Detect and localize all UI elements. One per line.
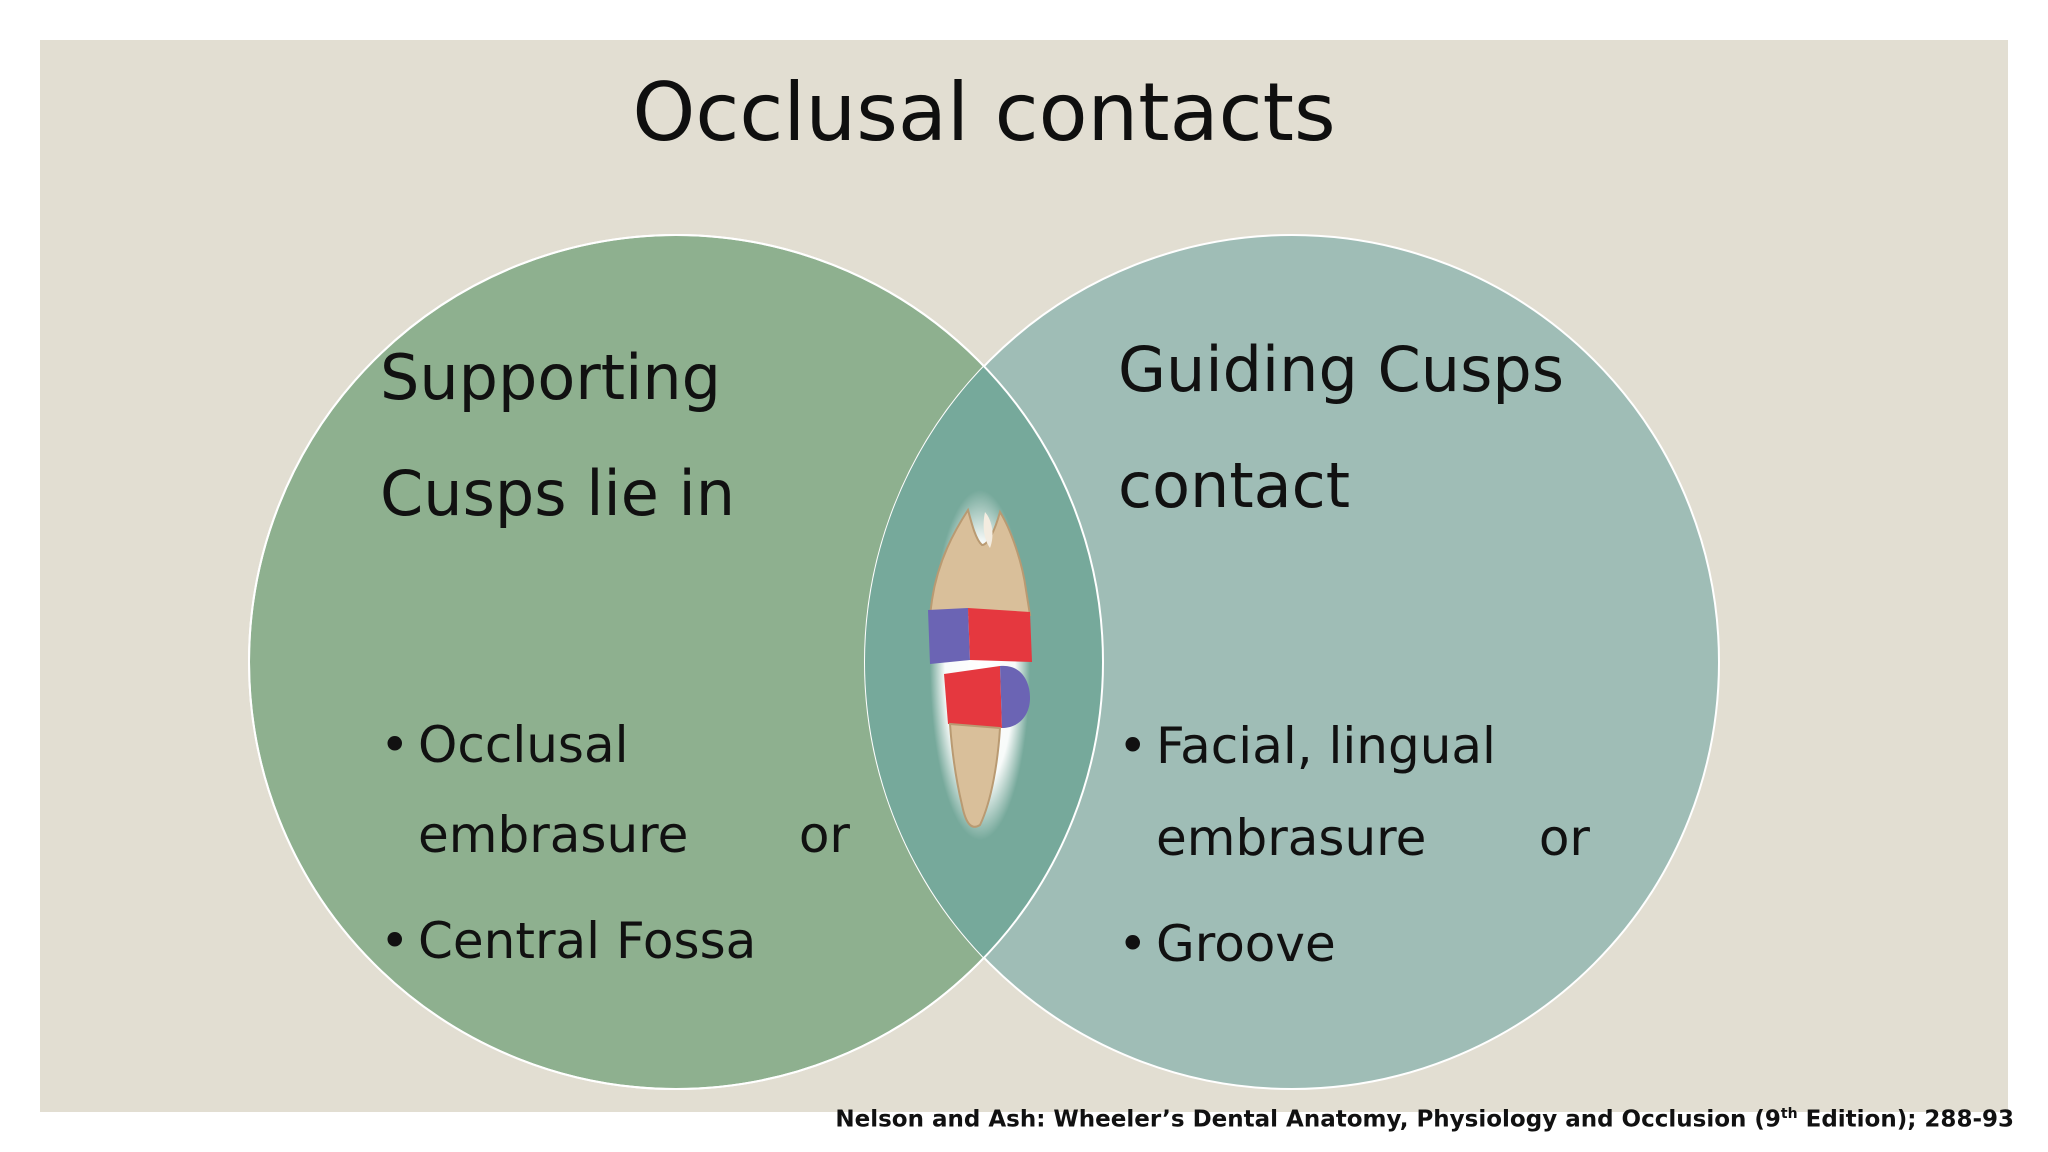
list-item: Facial, lingual embrasure or [1118, 700, 1590, 884]
citation-superscript: th [1780, 1106, 1798, 1122]
venn-outline-left [248, 234, 1104, 1090]
citation-text: Nelson and Ash: Wheeler’s Dental Anatomy… [835, 1106, 1781, 1133]
bullet-line: embrasure or [418, 790, 850, 880]
guiding-cusps-heading: Guiding Cusps contact [1118, 312, 1564, 544]
bullet-conjunction: or [798, 806, 850, 864]
tooth-contact-illustration [928, 490, 1032, 840]
heading-line: Guiding Cusps [1118, 333, 1565, 406]
bullet-line: Occlusal [418, 716, 629, 774]
list-item: Groove [1118, 898, 1590, 990]
heading-line: contact [1118, 449, 1351, 522]
citation: Nelson and Ash: Wheeler’s Dental Anatomy… [835, 1106, 2014, 1133]
bullet-line: Central Fossa [418, 912, 757, 970]
bullet-line: embrasure or [1156, 792, 1590, 884]
bullet-text: embrasure [418, 806, 689, 864]
guiding-cusps-list: Facial, lingual embrasure or Groove [1118, 700, 1590, 990]
list-item: Occlusal embrasure or [380, 700, 850, 880]
supporting-cusps-list: Occlusal embrasure or Central Fossa [380, 700, 850, 986]
bullet-conjunction: or [1538, 809, 1590, 867]
supporting-cusps-heading: Supporting Cusps lie in [380, 320, 735, 552]
heading-line: Cusps lie in [380, 457, 736, 530]
bullet-line: Facial, lingual [1156, 717, 1496, 775]
bullet-text: embrasure [1156, 809, 1427, 867]
list-item: Central Fossa [380, 896, 850, 986]
citation-text-end: Edition); 288-93 [1797, 1106, 2014, 1133]
slide-title: Occlusal contacts [632, 66, 1336, 159]
heading-line: Supporting [380, 341, 721, 414]
bullet-line: Groove [1156, 915, 1336, 973]
